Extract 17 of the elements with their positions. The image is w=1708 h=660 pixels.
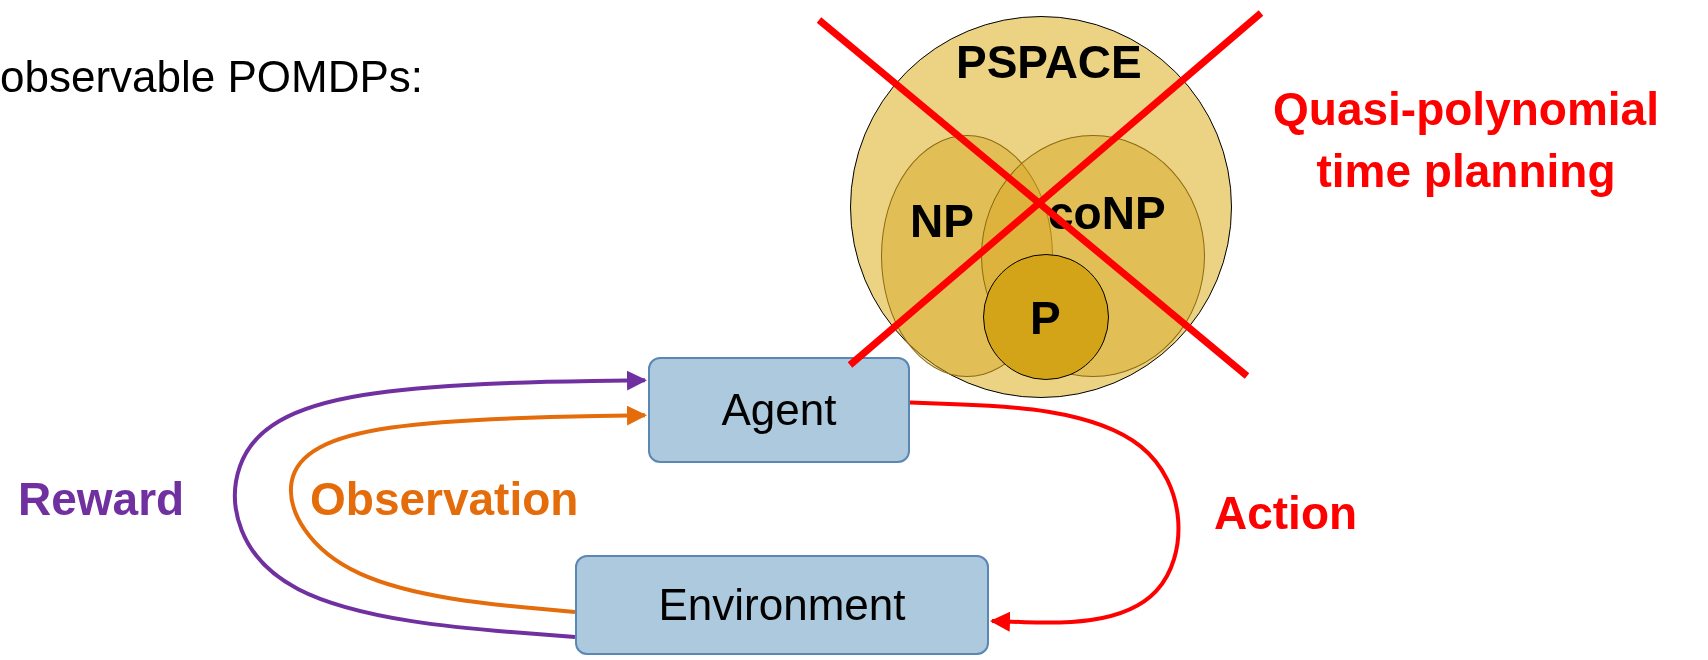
process-box bbox=[575, 555, 989, 655]
note-text: Quasi-polynomial time planning bbox=[1272, 82, 1660, 200]
edge-label: Reward bbox=[18, 472, 185, 526]
set-ellipse bbox=[983, 254, 1109, 380]
arrow bbox=[289, 405, 647, 614]
arrow bbox=[233, 370, 647, 639]
edge-label: Action bbox=[1214, 486, 1358, 540]
heading-text: observable POMDPs: bbox=[0, 52, 424, 102]
arrow bbox=[909, 400, 1181, 632]
process-box bbox=[648, 357, 910, 463]
edge-label: Observation bbox=[310, 472, 579, 526]
box-label: Environment bbox=[658, 580, 906, 630]
set-label: coNP bbox=[1048, 186, 1166, 240]
set-label: NP bbox=[910, 194, 974, 248]
box-label: Agent bbox=[721, 385, 837, 435]
set-label: P bbox=[1030, 291, 1061, 345]
set-label: PSPACE bbox=[956, 35, 1142, 89]
